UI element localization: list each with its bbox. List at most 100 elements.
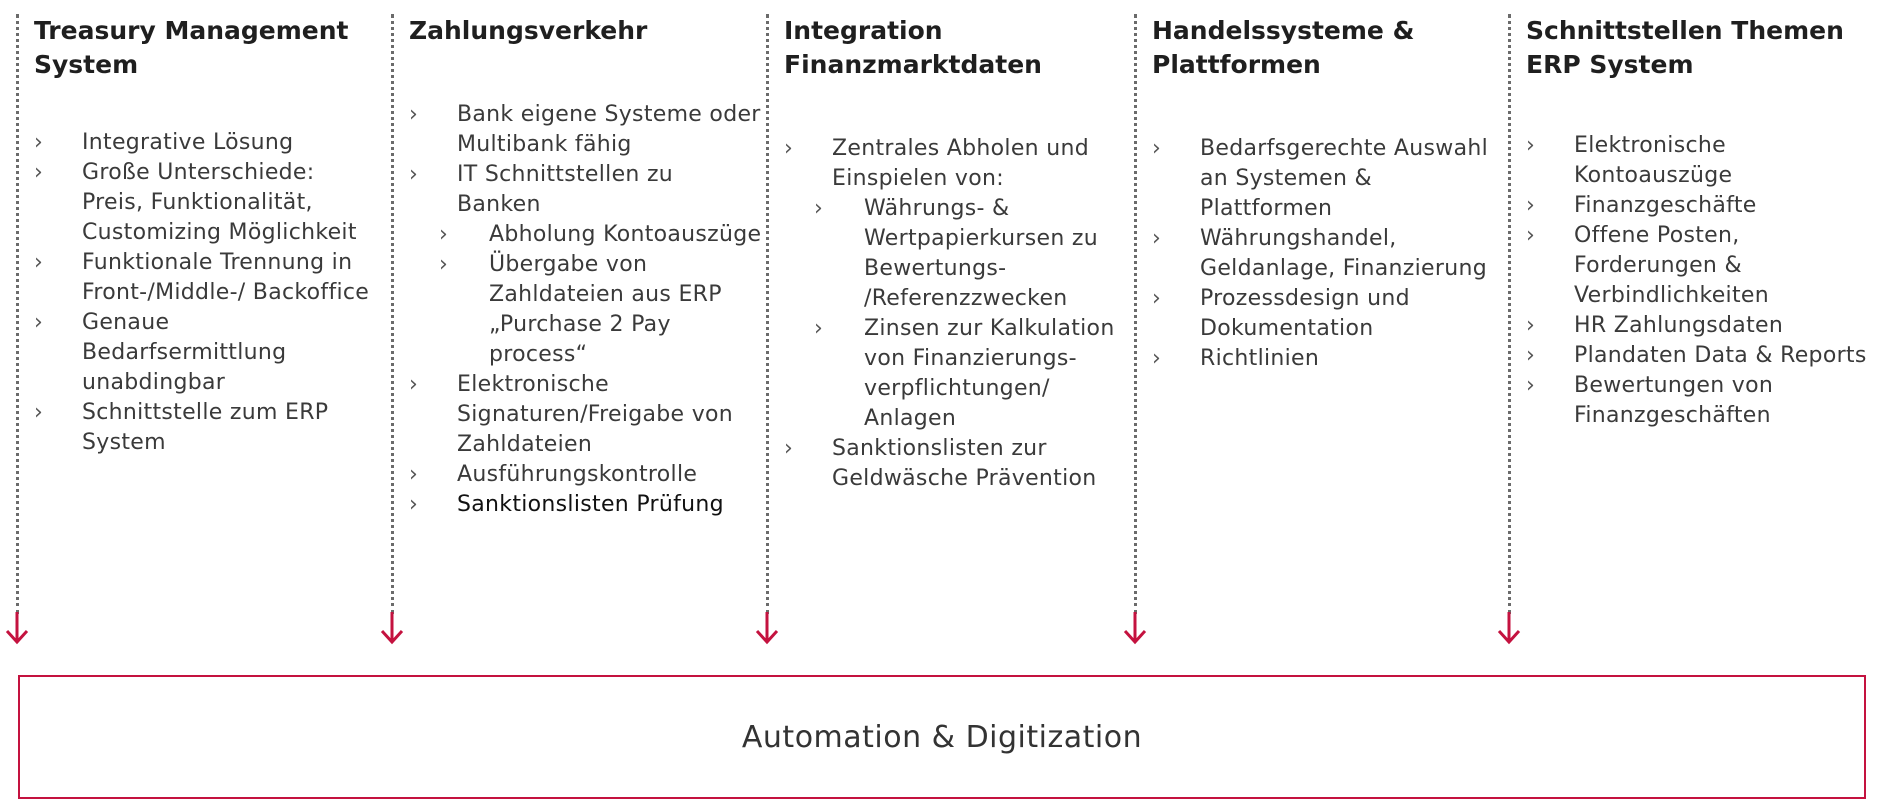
list-item-text: Bedarfsgerechte Auswahl an Systemen & Pl…: [1200, 136, 1489, 221]
list-item: › Richtlinien: [1152, 344, 1497, 374]
column-erp-schnittstellen: Schnittstellen Themen ERP System › Elektr…: [1497, 10, 1876, 645]
list-item-text: Übergabe von Zahldateien aus ERP „Purcha…: [489, 252, 722, 367]
column-item-list: › Elektronische Kontoauszüge › Finanzgeschä…: [1526, 131, 1876, 431]
list-item: › Währungshandel, Geldanlage, Finanzierun…: [1152, 224, 1497, 284]
bullet-chevron-icon: ›: [34, 310, 44, 335]
bullet-chevron-icon: ›: [814, 196, 824, 221]
column-treasury: Treasury Management System › Integrative …: [5, 10, 379, 645]
list-item-text: Sanktionslisten Prüfung: [457, 492, 724, 517]
list-item: › Sanktionslisten zur Geldwäsche Präventi…: [784, 434, 1129, 494]
list-item: ›Offene Posten, Forderungen & Verbindlic…: [1526, 221, 1876, 311]
list-item-text: Zentrales Abholen und Einspielen von:: [832, 136, 1089, 191]
automation-box: Automation & Digitization: [18, 675, 1866, 799]
list-item-text: Richtlinien: [1200, 346, 1320, 371]
list-item: › Elektronische Kontoauszüge: [1526, 131, 1876, 191]
column-zahlungsverkehr: Zahlungsverkehr › Bank eigene Systeme ode…: [380, 10, 764, 645]
list-item-text: Schnittstelle zum ERP System: [82, 400, 329, 455]
list-item-text: Große Unterschiede: Preis, Funktionalitä…: [82, 160, 357, 245]
list-item-text: Zinsen zur Kalkulation von Finanzierungs…: [864, 316, 1115, 431]
arrow-down-icon: [1123, 612, 1147, 645]
list-item-text: Bewertungen von Finanzgeschäften: [1574, 373, 1774, 428]
bullet-chevron-icon: ›: [439, 252, 449, 277]
arrow-down-icon: [5, 612, 29, 645]
bullet-chevron-icon: ›: [409, 102, 419, 127]
automation-label: Automation & Digitization: [741, 719, 1143, 755]
bullet-chevron-icon: ›: [784, 136, 794, 161]
bullet-chevron-icon: ›: [1526, 373, 1536, 398]
bullet-chevron-icon: ›: [409, 372, 419, 397]
bullet-chevron-icon: ›: [1152, 226, 1162, 251]
bullet-chevron-icon: ›: [1526, 133, 1536, 158]
column-item-list: › Bank eigene Systeme oder Multibank fähi…: [409, 100, 764, 520]
list-item: › Prozessdesign und Dokumentation: [1152, 284, 1497, 344]
column-divider: [16, 14, 19, 614]
list-item: › Funktionale Trennung in Front-/Middle-/…: [34, 248, 379, 308]
bullet-chevron-icon: ›: [34, 400, 44, 425]
list-item: › Große Unterschiede: Preis, Funktionalit…: [34, 158, 379, 248]
column-finanzmarktdaten: Integration Finanzmarktdaten › Zentrales …: [755, 10, 1131, 645]
column-divider: [391, 14, 394, 614]
list-item-text: Währungshandel, Geldanlage, Finanzierung: [1200, 226, 1487, 281]
column-divider: [1134, 14, 1137, 614]
list-item: › Genaue Bedarfsermittlung unabdingbar: [34, 308, 379, 398]
bullet-chevron-icon: ›: [409, 492, 419, 517]
bullet-chevron-icon: ›: [34, 160, 44, 185]
bullet-chevron-icon: ›: [1152, 136, 1162, 161]
bullet-chevron-icon: ›: [1526, 343, 1536, 368]
column-item-list: › Integrative Lösung › Große Unterschiede: …: [34, 128, 379, 458]
bullet-chevron-icon: ›: [1152, 346, 1162, 371]
list-item-text: Abholung Kontoauszüge: [489, 222, 762, 247]
list-item-text: Integrative Lösung: [82, 130, 294, 155]
column-item-list: › Bedarfsgerechte Auswahl an Systemen & P…: [1152, 134, 1497, 374]
bullet-chevron-icon: ›: [1152, 286, 1162, 311]
list-item: › Sanktionslisten Prüfung: [409, 490, 764, 520]
bullet-chevron-icon: ›: [409, 162, 419, 187]
list-item-text: Funktionale Trennung in Front-/Middle-/ …: [82, 250, 370, 305]
column-title: Zahlungsverkehr: [409, 16, 648, 45]
list-item: › Plandaten Data & Reports: [1526, 341, 1876, 371]
column-divider: [766, 14, 769, 614]
sub-list-item: › Währungs- & Wertpapierkursen zu Bewertu…: [784, 194, 1129, 314]
column-title: Integration Finanzmarktdaten: [784, 16, 1042, 79]
arrow-down-icon: [1497, 612, 1521, 645]
list-item-text: Elektronische Kontoauszüge: [1574, 133, 1733, 188]
list-item-text: Währungs- & Wertpapierkursen zu Bewertun…: [864, 196, 1098, 311]
list-item-text: Ausführungskontrolle: [457, 462, 698, 487]
column-title: Schnittstellen Themen ERP System: [1526, 16, 1844, 79]
list-item-text: Genaue Bedarfsermittlung unabdingbar: [82, 310, 287, 395]
bullet-chevron-icon: ›: [439, 222, 449, 247]
bullet-chevron-icon: ›: [814, 316, 824, 341]
list-item-text: Offene Posten, Forderungen & Verbindlich…: [1574, 223, 1769, 308]
sub-list-item: › Abholung Kontoauszüge: [409, 220, 764, 250]
column-title: Treasury Management System: [34, 16, 349, 79]
list-item-text: HR Zahlungsdaten: [1574, 313, 1784, 338]
bullet-chevron-icon: ›: [1526, 193, 1536, 218]
list-item: › Finanzgeschäfte: [1526, 191, 1876, 221]
list-item: › Schnittstelle zum ERP System: [34, 398, 379, 458]
column-title: Handelssysteme & Plattformen: [1152, 16, 1415, 79]
list-item-text: Finanzgeschäfte: [1574, 193, 1757, 218]
list-item-text: IT Schnittstellen zu Banken: [457, 162, 674, 217]
arrow-down-icon: [380, 612, 404, 645]
sub-list-item: › Zinsen zur Kalkulation von Finanzierung…: [784, 314, 1129, 434]
list-item: › Elektronische Signaturen/Freigabe von Z…: [409, 370, 764, 460]
column-item-list: › Zentrales Abholen und Einspielen von: › W…: [784, 134, 1129, 494]
list-item-text: Sanktionslisten zur Geldwäsche Präventio…: [832, 436, 1097, 491]
list-item: › Bank eigene Systeme oder Multibank fähi…: [409, 100, 764, 160]
bullet-chevron-icon: ›: [784, 436, 794, 461]
list-item-text: Elektronische Signaturen/Freigabe von Za…: [457, 372, 734, 457]
bullet-chevron-icon: ›: [409, 462, 419, 487]
list-item: › Bedarfsgerechte Auswahl an Systemen & P…: [1152, 134, 1497, 224]
list-item-text: Prozessdesign und Dokumentation: [1200, 286, 1410, 341]
bullet-chevron-icon: ›: [34, 250, 44, 275]
list-item: › Integrative Lösung: [34, 128, 379, 158]
sub-list-item: › Übergabe von Zahldateien aus ERP „Purch…: [409, 250, 764, 370]
bullet-chevron-icon: ›: [34, 130, 44, 155]
list-item: › Zentrales Abholen und Einspielen von:: [784, 134, 1129, 194]
list-item-text: Plandaten Data & Reports: [1574, 343, 1867, 368]
list-item-text: Bank eigene Systeme oder Multibank fähig: [457, 102, 761, 157]
list-item: › HR Zahlungsdaten: [1526, 311, 1876, 341]
bullet-chevron-icon: ›: [1526, 313, 1536, 338]
list-item: › IT Schnittstellen zu Banken: [409, 160, 764, 220]
arrow-down-icon: [755, 612, 779, 645]
